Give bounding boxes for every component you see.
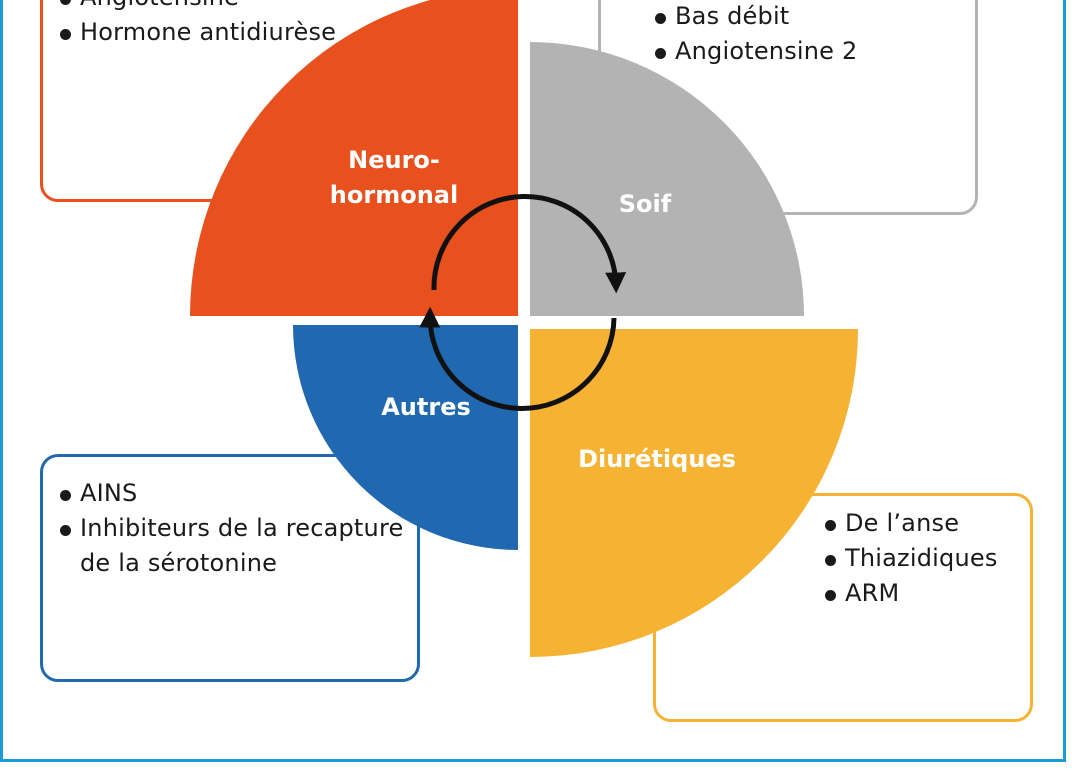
neuro-hormonal-label-line1: Neuro-	[348, 146, 440, 174]
bullet-item: Bas débit	[653, 0, 975, 34]
bullet-item: De l’anse	[823, 506, 1030, 541]
neuro-hormonal-quadrant	[190, 0, 518, 316]
cycle-arrow-clockwise-top	[431, 194, 627, 294]
bullet-item: Inhibiteurs de la recapture de la séroto…	[58, 511, 410, 581]
bullet-item: AINS	[58, 476, 417, 511]
diuretiques-quadrant	[530, 329, 858, 657]
soif-label: Soif	[619, 190, 672, 218]
autres-callout: AINS Inhibiteurs de la recapture de la s…	[40, 454, 420, 682]
bullet-item: ARM	[823, 576, 1030, 611]
cycle-arrow-clockwise-bottom	[419, 306, 617, 411]
bullet-item: Angiotensine	[58, 0, 437, 15]
neuro-hormonal-label-line2: hormonal	[330, 181, 458, 209]
autres-quadrant	[293, 325, 518, 550]
autres-label: Autres	[381, 393, 471, 421]
bullet-item: Angiotensine 2	[653, 34, 975, 69]
bullet-item: Thiazidiques	[823, 541, 1030, 576]
diuretiques-label: Diurétiques	[578, 445, 736, 473]
soif-quadrant	[530, 42, 804, 316]
bullet-item: Hormone antidiurèse	[58, 15, 437, 50]
